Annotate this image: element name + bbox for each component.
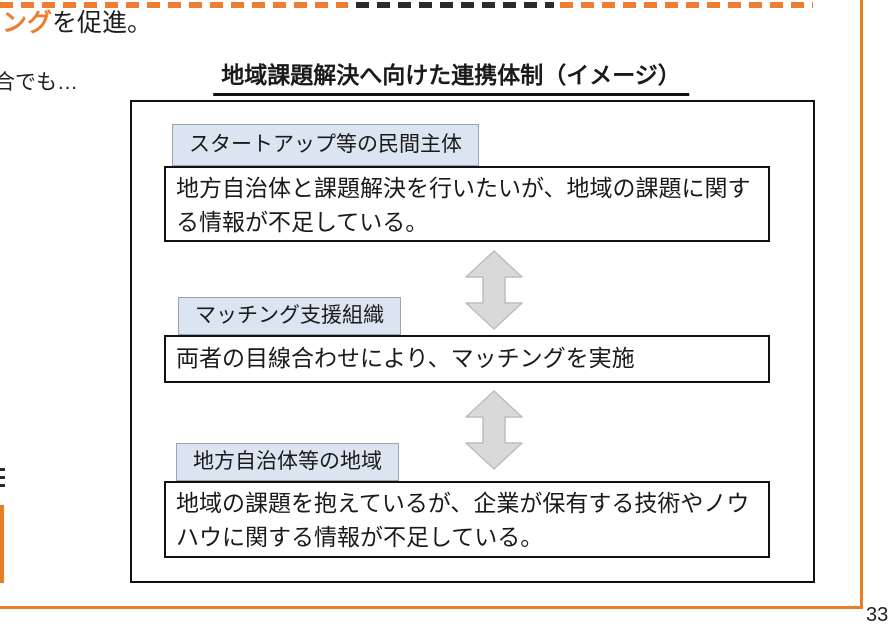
page-number: 33 (866, 604, 889, 626)
clipped-text-fragment (560, 2, 813, 8)
left-clipped-text: 合でも… (0, 71, 78, 94)
updown-arrow-icon (465, 390, 523, 470)
box-label-region: 地方自治体等の地域 (176, 443, 399, 481)
box-body-region: 地域の課題を抱えているが、企業が保有する技術やノウハウに関する情報が不足している… (164, 481, 770, 558)
clipped-text-fragment (356, 2, 554, 8)
clipped-orange-bar (0, 505, 4, 583)
lead-text-highlight: ング (2, 9, 53, 37)
slide-frame-right (860, 0, 863, 609)
clipped-text-fragment (0, 468, 5, 494)
clipped-text-fragment (0, 2, 348, 8)
lead-text-rest: を促進。 (52, 9, 153, 37)
box-label-matching: マッチング支援組織 (178, 297, 401, 335)
box-label-startups: スタートアップ等の民間主体 (172, 124, 479, 166)
box-body-matching: 両者の目線合わせにより、マッチングを実施 (164, 335, 770, 383)
diagram-outer-box: スタートアップ等の民間主体 地方自治体と課題解決を行いたいが、地域の課題に関する… (130, 100, 815, 583)
diagram-title: 地域課題解決へ向けた連携体制（イメージ） (213, 56, 689, 96)
box-body-startups: 地方自治体と課題解決を行いたいが、地域の課題に関する情報が不足している。 (164, 166, 770, 242)
lead-text-line: ングを促進。 (2, 8, 152, 38)
slide-frame-bottom (0, 606, 863, 609)
updown-arrow-icon (465, 250, 523, 330)
